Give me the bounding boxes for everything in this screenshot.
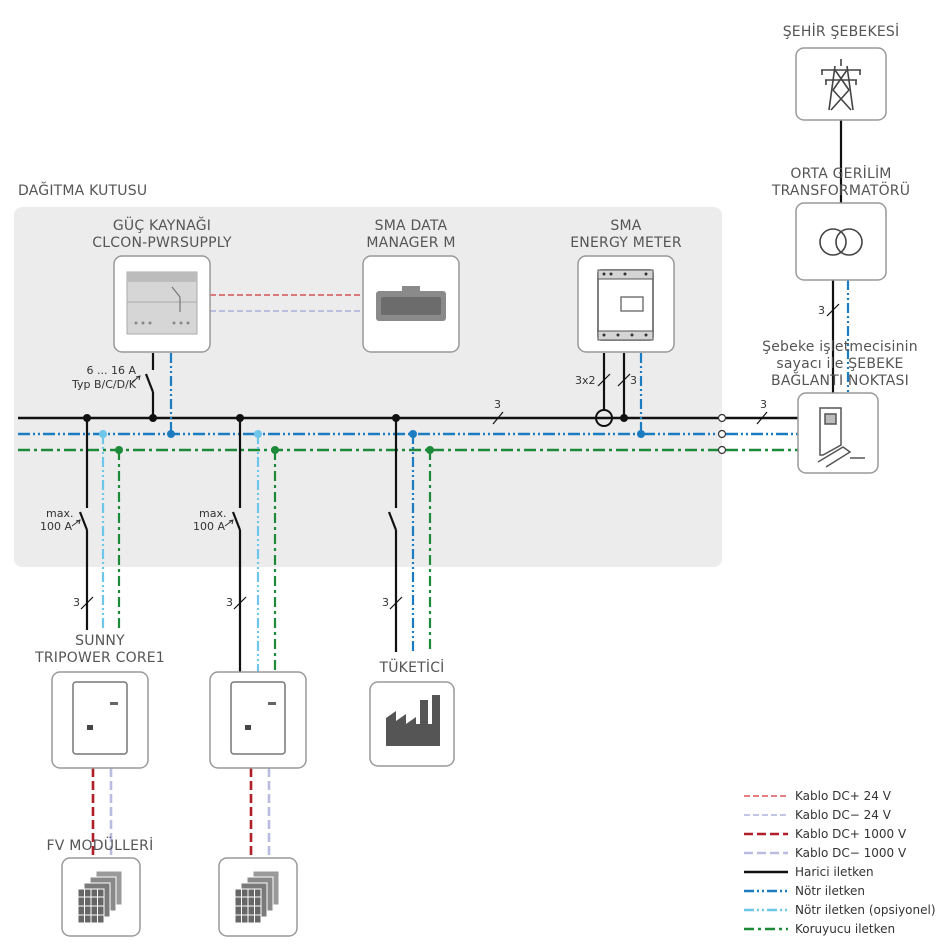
junction	[99, 430, 107, 438]
transformer-box	[795, 202, 887, 281]
legend-dc-minus-24v: Kablo DC− 24 V	[795, 808, 891, 822]
power-tower-icon	[821, 59, 861, 111]
grid-connection-label-3: BAĞLANTI NOKTASI	[771, 373, 909, 389]
inverter-icon	[230, 681, 286, 755]
junction	[236, 414, 244, 422]
data-manager-icon	[376, 286, 446, 321]
psu-breaker-blade	[144, 373, 155, 393]
legend-dc-minus-1000v: Kablo DC− 1000 V	[795, 846, 907, 860]
power-supply-icon	[126, 271, 198, 335]
junction	[409, 430, 417, 438]
grid-connection-label-2: sayacı ile ŞEBEKE	[776, 356, 904, 372]
junction	[426, 446, 434, 454]
inverter-icon	[72, 681, 128, 755]
data-manager-label-2: MANAGER M	[366, 235, 456, 251]
city-grid-box	[795, 47, 887, 121]
grid-meter-icon	[817, 407, 865, 468]
energy-meter-icon	[597, 269, 654, 341]
junction	[115, 446, 123, 454]
distribution-box-title: DAĞITMA KUTUSU	[18, 183, 148, 199]
inverter-label-1: SUNNY	[75, 633, 125, 649]
power-supply-label-2: CLCON-PWRSUPPLY	[92, 235, 232, 251]
terminal-neutral	[717, 429, 727, 439]
grid-connection-box	[797, 392, 879, 474]
inv1-breaker-blade	[78, 511, 89, 531]
legend-swatches	[744, 795, 788, 931]
inv2-wires-label: 3	[226, 596, 233, 609]
consumer-wire-mark	[389, 596, 403, 610]
junction	[149, 414, 157, 422]
arrow-icon	[224, 519, 234, 527]
inv2-amps-label: 100 A	[193, 520, 226, 533]
transformer-label-2: TRANSFORMATÖRÜ	[771, 183, 911, 199]
meter-wires-3x2-label: 3x2	[575, 374, 596, 387]
inverter-label-2: TRIPOWER CORE1	[35, 650, 165, 666]
inv2-wire-mark	[233, 596, 247, 610]
legend-neutral-optional: Nötr iletken (opsiyonel)	[795, 903, 936, 917]
consumer-breaker-blade	[387, 511, 398, 531]
factory-icon	[386, 695, 440, 746]
busbar-wires-label: 3	[494, 398, 501, 411]
transformer-label-1: ORTA GERİLİM	[790, 166, 892, 182]
junction	[637, 430, 645, 438]
junction	[271, 446, 279, 454]
busbar-wire-mark	[492, 411, 504, 425]
legend-phase: Harici iletken	[795, 865, 874, 879]
junction	[254, 430, 262, 438]
terminal-earth	[717, 445, 727, 455]
meter-wire-mark-a	[597, 373, 611, 387]
inv1-amps-label: 100 A	[40, 520, 73, 533]
solar-panel-icon	[77, 870, 123, 924]
inv2-max-label: max.	[199, 507, 227, 520]
breaker-range-label: 6 ... 16 A	[86, 364, 137, 377]
data-manager-label-1: SMA DATA	[374, 218, 448, 234]
arrow-icon	[131, 375, 141, 383]
legend-protective-earth: Koruyucu iletken	[795, 922, 896, 936]
junction	[167, 430, 175, 438]
transformer-icon	[819, 228, 863, 256]
junction	[392, 414, 400, 422]
legend-neutral: Nötr iletken	[795, 884, 866, 898]
arrow-icon	[71, 519, 81, 527]
meter-wires-3-label: 3	[630, 374, 637, 387]
energy-meter-label-2: ENERGY METER	[570, 235, 682, 251]
meter-wire-mark-b	[617, 373, 631, 387]
junction	[83, 414, 91, 422]
power-supply-label-1: GÜÇ KAYNAĞI	[112, 218, 212, 234]
energy-meter-label-1: SMA	[610, 218, 642, 234]
transformer-wires-label: 3	[818, 304, 825, 317]
solar-panel-icon	[234, 870, 280, 924]
current-transformer-ring	[595, 409, 613, 427]
inv1-max-label: max.	[46, 507, 74, 520]
legend-dc-plus-24v: Kablo DC+ 24 V	[795, 789, 891, 803]
terminal-phase	[717, 413, 727, 423]
inv1-wire-mark	[80, 596, 94, 610]
grid-connection-label-1: Şebeke işletmecisinin	[762, 339, 918, 355]
consumer-label: TÜKETİCİ	[379, 660, 445, 676]
ext-wire-mark	[756, 411, 768, 425]
breaker-type-label: Typ B/C/D/K	[71, 378, 136, 391]
transformer-wire-mark	[826, 303, 840, 317]
legend-dc-plus-1000v: Kablo DC+ 1000 V	[795, 827, 907, 841]
junction	[620, 414, 628, 422]
inv2-breaker-blade	[231, 511, 242, 531]
inv1-wires-label: 3	[73, 596, 80, 609]
ext-wires-label: 3	[760, 398, 767, 411]
pv-modules-label: FV MODÜLLERİ	[46, 838, 154, 854]
consumer-wires-label: 3	[382, 596, 389, 609]
city-grid-label: ŞEHİR ŞEBEKESİ	[782, 24, 900, 40]
